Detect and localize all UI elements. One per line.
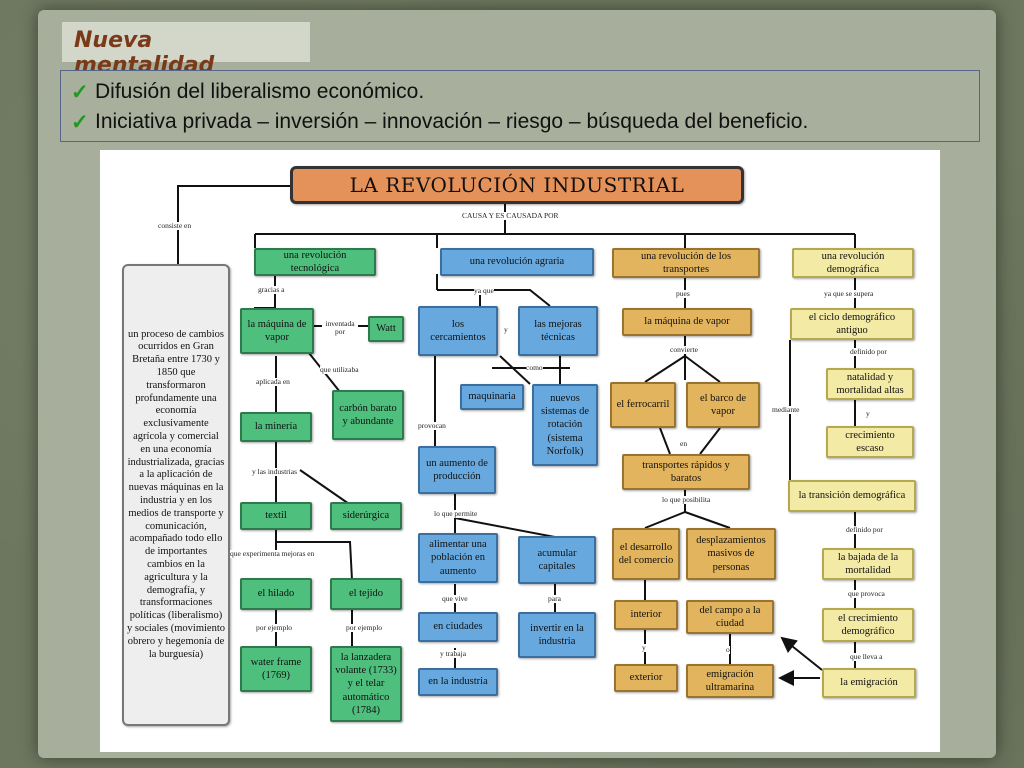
tec-watt: Watt: [368, 316, 404, 342]
tec-experimenta-label: que experimenta mejoras en: [230, 549, 315, 559]
trans-exterior: exterior: [614, 664, 678, 692]
tec-tejido: el tejido: [330, 578, 402, 610]
dem-lleva-label: que lleva a: [850, 652, 883, 662]
tec-carbon: carbón barato y abundante: [332, 390, 404, 440]
dem-definido1-label: definido por: [850, 347, 887, 357]
agr-ya-que-label: ya que: [474, 286, 494, 296]
bullet-item: ✓ Difusión del liberalismo económico.: [71, 77, 969, 107]
trans-mediante-label: mediante: [772, 405, 800, 415]
agr-cercamientos: los cercamientos: [418, 306, 498, 356]
agr-alimentar: alimentar una población en aumento: [418, 533, 498, 583]
dem-definido2-label: definido por: [846, 525, 883, 535]
dem-crecimiento: crecimiento escaso: [826, 426, 914, 458]
tec-siderurgica: siderúrgica: [330, 502, 402, 530]
agr-provocan-label: provocan: [418, 421, 446, 431]
trans-en-label: en: [680, 439, 688, 449]
checkmark-icon: ✓: [71, 80, 89, 104]
agr-permite-label: lo que permite: [434, 509, 478, 519]
dem-title: una revolución demográfica: [792, 248, 914, 278]
consiste-label: consiste en: [158, 221, 192, 231]
tec-industrias-label: y las industrias: [252, 467, 297, 477]
dem-emigracion: la emigración: [822, 668, 916, 698]
agr-como-label: como: [526, 363, 543, 373]
trans-rapidos: transportes rápidos y baratos: [622, 454, 750, 490]
bullet-item: ✓ Iniciativa privada – inversión – innov…: [71, 107, 969, 137]
agr-acumular: acumular capitales: [518, 536, 596, 584]
tec-ejemplo2-label: por ejemplo: [346, 623, 383, 633]
dem-ciclo: el ciclo demográfico antiguo: [790, 308, 914, 340]
causa-label: CAUSA Y ES CAUSADA POR: [462, 211, 559, 221]
trans-y-label: y: [642, 643, 646, 653]
trans-barco: el barco de vapor: [686, 382, 760, 428]
agr-ciudades: en ciudades: [418, 612, 498, 642]
dem-supera-label: ya que se supera: [824, 289, 874, 299]
trans-interior: interior: [614, 600, 678, 630]
dem-natalidad: natalidad y mortalidad altas: [826, 368, 914, 400]
checkmark-icon: ✓: [71, 110, 89, 134]
bullet-text: Iniciativa privada – inversión – innovac…: [95, 110, 809, 133]
definition-box: un proceso de cambios ocurridos en Gran …: [122, 264, 230, 726]
tec-utilizaba-label: que utilizaba: [320, 365, 359, 375]
agr-title: una revolución agraria: [440, 248, 594, 276]
tec-maquina: la máquina de vapor: [240, 308, 314, 354]
concept-map: LA REVOLUCIÓN INDUSTRIAL CAUSA Y ES CAUS…: [100, 150, 940, 752]
connector-lines: [177, 185, 856, 686]
dem-crecdem: el crecimiento demográfico: [822, 608, 914, 642]
tec-mineria: la minería: [240, 412, 312, 442]
trans-comercio: el desarrollo del comercio: [612, 528, 680, 580]
tec-inventada-label: inventada por: [322, 319, 358, 337]
trans-pues-label: pues: [676, 289, 690, 299]
agr-vive-label: que vive: [442, 594, 468, 604]
trans-title: una revolución de los transportes: [612, 248, 760, 278]
agr-industria: en la industria: [418, 668, 498, 696]
trans-posibilita-label: lo que posibilita: [662, 495, 711, 505]
agr-aumento: un aumento de producción: [418, 446, 496, 494]
tec-gracias-label: gracias a: [258, 285, 285, 295]
tec-lanzadera: la lanzadera volante (1733) y el telar a…: [330, 646, 402, 722]
slide-title: Nueva mentalidad: [62, 22, 310, 78]
bullet-list: ✓ Difusión del liberalismo económico. ✓ …: [60, 70, 980, 142]
agr-trabaja-label: y trabaja: [440, 649, 467, 659]
bullet-text: Difusión del liberalismo económico.: [95, 80, 425, 103]
trans-campo: del campo a la ciudad: [686, 600, 774, 634]
agr-maquinaria: maquinaria: [460, 384, 524, 410]
trans-maquina: la máquina de vapor: [622, 308, 752, 336]
agr-sistemas: nuevos sistemas de rotación (sistema Nor…: [532, 384, 598, 466]
tec-ejemplo1-label: por ejemplo: [256, 623, 293, 633]
map-title: LA REVOLUCIÓN INDUSTRIAL: [290, 166, 744, 204]
tec-water-frame: water frame (1769): [240, 646, 312, 692]
trans-convierte-label: convierte: [670, 345, 698, 355]
dem-y-label: y: [866, 409, 870, 419]
dem-bajada: la bajada de la mortalidad: [822, 548, 914, 580]
dem-provoca-label: que provoca: [848, 589, 885, 599]
agr-para-label: para: [548, 594, 561, 604]
agr-invertir: invertir en la industria: [518, 612, 596, 658]
agr-mejoras: las mejoras técnicas: [518, 306, 598, 356]
tec-hilado: el hilado: [240, 578, 312, 610]
trans-ferrocarril: el ferrocarril: [610, 382, 676, 428]
agr-y-label: y: [504, 325, 508, 335]
trans-emigracion: emigración ultramarina: [686, 664, 774, 698]
trans-o-label: o: [726, 645, 730, 655]
dem-transicion: la transición demográfica: [788, 480, 916, 512]
tec-aplicada-label: aplicada en: [256, 377, 290, 387]
tec-textil: textil: [240, 502, 312, 530]
trans-desplazamientos: desplazamientos masivos de personas: [686, 528, 776, 580]
tec-title: una revolución tecnológica: [254, 248, 376, 276]
